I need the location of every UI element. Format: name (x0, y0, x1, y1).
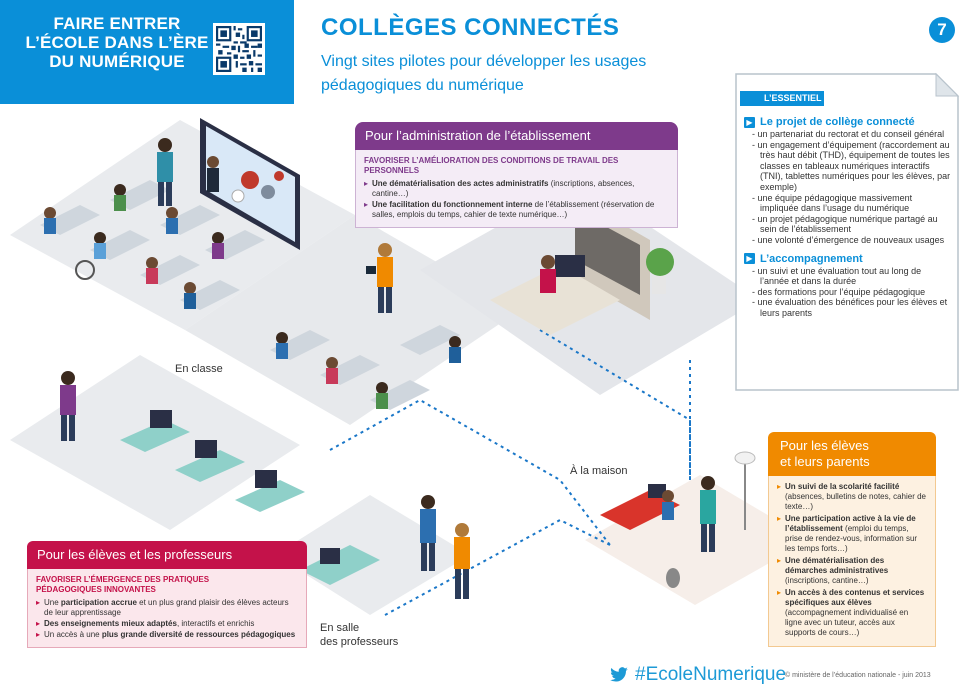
list-item: une équipe pédagogique massivement impli… (744, 193, 952, 214)
admin-callout: Pour l’administration de l’établissement… (355, 122, 678, 228)
essentiel-content: ▶ Le projet de collège connecté un parte… (744, 116, 952, 326)
qr-code[interactable] (213, 23, 265, 75)
teacher-top (157, 138, 219, 206)
office-monitor (555, 255, 585, 277)
admin-office (490, 200, 674, 335)
prof-callout-body: FAVORISER L’ÉMERGENCE DES PRATIQUES PÉDA… (27, 569, 307, 648)
teacher-room-floor (275, 495, 470, 615)
essentiel-list-accompagnement: un suivi et une évaluation tout au long … (744, 266, 952, 319)
list-item: Une dématérialisation des actes administ… (364, 179, 669, 199)
students-top (44, 184, 224, 309)
essentiel-tag: L’ESSENTIEL (740, 91, 824, 106)
list-item: Un suivi de la scolarité facilité (absen… (777, 482, 927, 512)
list-item: Un accès à une plus grande diversité de … (36, 630, 298, 640)
molecule-icon (241, 171, 259, 189)
list-item: un partenariat du rectorat et du conseil… (744, 129, 952, 140)
label-en-classe: En classe (175, 363, 223, 375)
wheelchair-icon (75, 260, 95, 280)
essentiel-heading-accompagnement: ▶ L’accompagnement (744, 253, 952, 265)
admin-callout-subtitle: FAVORISER L’AMÉLIORATION DES CONDITIONS … (364, 156, 619, 175)
teacher-bottom (60, 371, 76, 441)
tablet-icon (366, 266, 376, 274)
list-item: un suivi et une évaluation tout au long … (744, 266, 952, 287)
copyright-text: © ministère de l’éducation nationale - j… (785, 672, 931, 679)
list-item: Un accès à des contenus et services spéc… (777, 588, 927, 638)
parents-callout-title: Pour les élèves et leurs parents (768, 432, 936, 476)
home-floor (585, 475, 810, 605)
header-title: FAIRE ENTRER L’ÉCOLE DANS L’ÈRE DU NUMÉR… (25, 14, 209, 71)
qr-code-icon (216, 26, 262, 72)
admin-callout-body: FAVORISER L’AMÉLIORATION DES CONDITIONS … (355, 150, 678, 228)
home-desk (600, 490, 680, 530)
list-item: une évaluation des bénéfices pour les él… (744, 297, 952, 318)
label-salle-professeurs: En salle des professeurs (320, 622, 399, 648)
parents-callout: Pour les élèves et leurs parents Un suiv… (768, 432, 936, 647)
admin-callout-title: Pour l’administration de l’établissement (355, 122, 678, 150)
prof-callout-title: Pour les élèves et les professeurs (27, 541, 307, 569)
desks-bottom (120, 420, 305, 512)
list-item: Une dématérialisation des démarches admi… (777, 556, 927, 586)
list-item: Des enseignements mieux adaptés, interac… (36, 619, 298, 629)
list-item: une volonté d’émergence de nouveaux usag… (744, 235, 952, 246)
cat-icon (666, 568, 680, 588)
arrow-right-icon: ▶ (744, 253, 755, 265)
essentiel-list-projet: un partenariat du rectorat et du conseil… (744, 129, 952, 246)
list-item: un projet pédagogique numérique partagé … (744, 214, 952, 235)
list-item: Une participation active à la vie de l’é… (777, 514, 927, 554)
arrow-right-icon: ▶ (744, 116, 755, 128)
teacher-tablet (366, 243, 393, 313)
page-title: COLLÈGES CONNECTÉS (321, 14, 620, 41)
hashtag-text: #EcoleNumerique (635, 664, 787, 685)
label-a-la-maison: À la maison (570, 465, 628, 477)
header-banner: FAIRE ENTRER L’ÉCOLE DANS L’ÈRE DU NUMÉR… (0, 0, 294, 104)
essentiel-heading-projet: ▶ Le projet de collège connecté (744, 116, 952, 128)
office-desk (490, 265, 620, 335)
list-item: un engagement d’équipement (raccordement… (744, 140, 952, 193)
prof-callout: Pour les élèves et les professeurs FAVOR… (27, 541, 307, 648)
list-item: Une facilitation du fonctionnement inter… (364, 200, 669, 220)
connection-lines (329, 329, 691, 616)
bird-icon (610, 667, 628, 682)
plant-icon (646, 248, 674, 276)
parents-callout-body: Un suivi de la scolarité facilité (absen… (768, 476, 936, 647)
list-item: Une participation accrue et un plus gran… (36, 598, 298, 618)
teachers-room (300, 495, 470, 599)
students-middle (276, 332, 461, 409)
prof-callout-subtitle: FAVORISER L’ÉMERGENCE DES PRATIQUES PÉDA… (36, 575, 210, 594)
hashtag-link[interactable]: #EcoleNumerique (609, 664, 786, 686)
page-subtitle: Vingt sites pilotes pour développer les … (321, 53, 647, 94)
list-item: des formations pour l’équipe pédagogique (744, 287, 952, 298)
essentiel-panel: L’ESSENTIEL ▶ Le projet de collège conne… (734, 72, 960, 392)
monitors-bottom (150, 410, 277, 488)
home-scene (600, 451, 756, 588)
page-number-badge: 7 (929, 17, 955, 43)
